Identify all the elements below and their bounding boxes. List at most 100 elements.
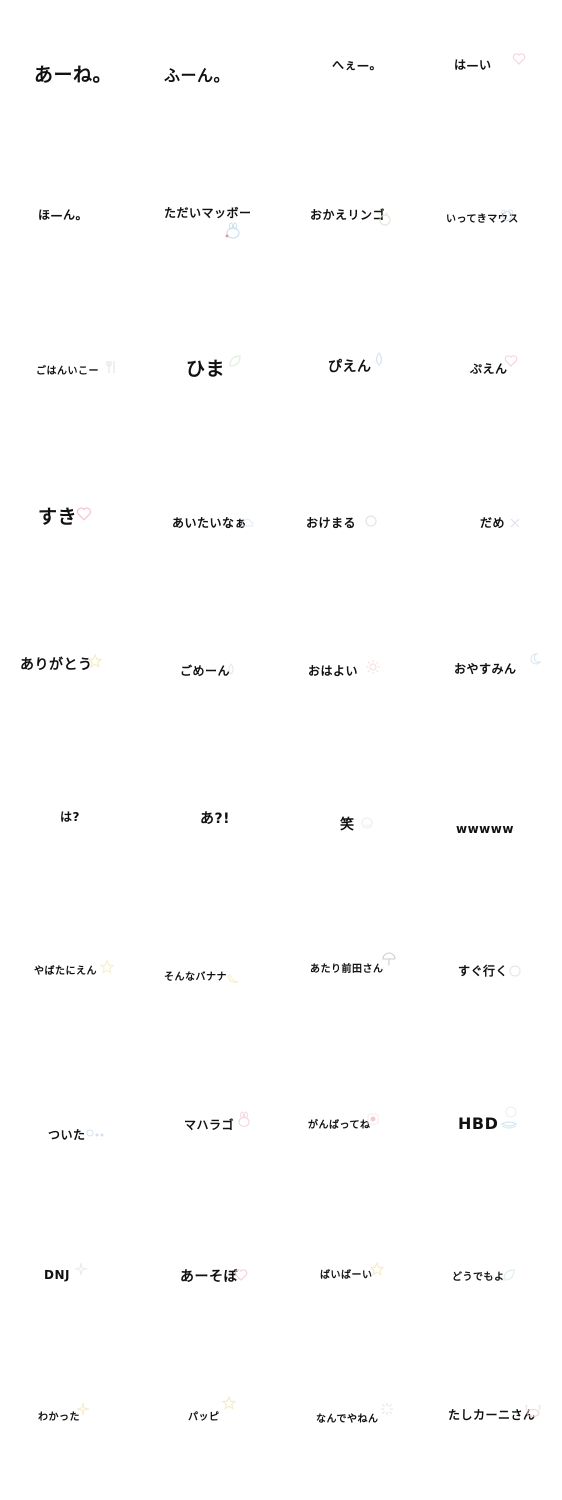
tear-icon bbox=[375, 352, 383, 366]
sticker-text: ぴえん bbox=[328, 359, 372, 375]
sticker-text: あーね。 bbox=[34, 64, 113, 86]
leaf-icon bbox=[503, 1269, 515, 1281]
star-icon bbox=[100, 960, 114, 974]
sticker-text: ふーん。 bbox=[164, 66, 231, 85]
sticker-text: わかった bbox=[38, 1412, 80, 1423]
sticker-text: なんでやねん bbox=[316, 1414, 379, 1425]
sticker-cell[interactable]: DNJ bbox=[0, 1200, 140, 1350]
sticker-text: あーそぼ bbox=[180, 1269, 238, 1285]
smile-icon bbox=[361, 817, 373, 829]
sticker-text: ぷえん bbox=[470, 362, 508, 376]
sticker-cell[interactable]: ふーん。 bbox=[140, 0, 280, 150]
sticker-cell[interactable]: パッピ bbox=[140, 1350, 280, 1500]
sticker-cell[interactable]: すき bbox=[0, 450, 140, 600]
sticker-cell[interactable]: ぷえん bbox=[420, 300, 560, 450]
sticker-cell[interactable]: あたり前田さん bbox=[280, 900, 420, 1050]
sticker-text: おはよい bbox=[308, 664, 359, 678]
sun-icon bbox=[366, 660, 380, 674]
sticker-cell[interactable]: やばたにえん bbox=[0, 900, 140, 1050]
crab-icon bbox=[525, 1404, 541, 1418]
sticker-text: おかえリンゴ bbox=[310, 208, 386, 222]
cloud-icon bbox=[241, 518, 254, 527]
sticker-cell[interactable]: マハラゴ bbox=[140, 1050, 280, 1200]
sticker-text: ただいマッボー bbox=[164, 206, 252, 220]
sticker-cell[interactable]: 笑 bbox=[280, 750, 420, 900]
cake-icon bbox=[500, 1106, 518, 1129]
sticker-cell[interactable]: ばいばーい bbox=[280, 1200, 420, 1350]
sticker-cell[interactable]: ごめーん bbox=[140, 600, 280, 750]
sticker-text: ごはんいこー bbox=[36, 366, 99, 377]
sticker-cell[interactable]: ごはんいこー bbox=[0, 300, 140, 450]
cross-icon bbox=[510, 518, 520, 528]
sticker-cell[interactable]: おはよい bbox=[280, 600, 420, 750]
sticker-cell[interactable]: ついた bbox=[0, 1050, 140, 1200]
heart-icon bbox=[234, 1269, 248, 1281]
sticker-cell[interactable]: わかった bbox=[0, 1350, 140, 1500]
sticker-text: あたり前田さん bbox=[310, 964, 384, 975]
sticker-cell[interactable]: どうでもよ bbox=[420, 1200, 560, 1350]
sticker-cell[interactable]: ほ—ん。 bbox=[0, 150, 140, 300]
sticker-text: ほ—ん。 bbox=[38, 208, 89, 222]
sticker-text: DNJ bbox=[44, 1268, 70, 1282]
circle-icon bbox=[365, 515, 377, 527]
sticker-text: wwwww bbox=[456, 822, 514, 836]
sticker-cell[interactable]: あいたいなぁ bbox=[140, 450, 280, 600]
sticker-cell[interactable]: なんでやねん bbox=[280, 1350, 420, 1500]
sticker-cell[interactable]: あーね。 bbox=[0, 0, 140, 150]
leaf-icon bbox=[229, 355, 241, 367]
sticker-text: どうでもよ bbox=[452, 1272, 505, 1283]
sticker-cell[interactable]: ただいマッボー bbox=[140, 150, 280, 300]
sticker-text: おけまる bbox=[306, 516, 357, 530]
sticker-cell[interactable]: は? bbox=[0, 750, 140, 900]
sticker-cell[interactable]: すぐ行く bbox=[420, 900, 560, 1050]
sticker-cell[interactable]: おかえリンゴ bbox=[280, 150, 420, 300]
sticker-cell[interactable]: いってきマウス bbox=[420, 150, 560, 300]
sticker-text: だめ bbox=[480, 516, 506, 530]
sticker-cell[interactable]: HBD bbox=[420, 1050, 560, 1200]
sticker-cell[interactable]: あ?! bbox=[140, 750, 280, 900]
sticker-text: は—い bbox=[454, 58, 492, 72]
sticker-cell[interactable]: だめ bbox=[420, 450, 560, 600]
dots-icon bbox=[86, 1129, 104, 1137]
sparkle-icon bbox=[76, 1402, 90, 1416]
sticker-cell[interactable]: がんばってね bbox=[280, 1050, 420, 1200]
sticker-text: やばたにえん bbox=[34, 966, 97, 977]
sticker-text: へぇ—。 bbox=[332, 58, 383, 72]
sweat-icon bbox=[228, 663, 234, 675]
banana-icon bbox=[227, 974, 239, 983]
sticker-cell[interactable]: は—い bbox=[420, 0, 560, 150]
umbrella-icon bbox=[382, 952, 396, 966]
sticker-text: マハラゴ bbox=[184, 1118, 235, 1132]
star-icon bbox=[370, 1262, 384, 1276]
sticker-text: ごめーん bbox=[180, 664, 231, 678]
star-icon bbox=[222, 1396, 236, 1410]
sticker-cell[interactable]: ありがとう bbox=[0, 600, 140, 750]
sticker-text: ばいばーい bbox=[320, 1270, 373, 1281]
sticker-text: ひま bbox=[186, 358, 226, 380]
sticker-text: ありがとう bbox=[20, 657, 93, 673]
sticker-cell[interactable]: あーそぼ bbox=[140, 1200, 280, 1350]
sticker-text: 笑 bbox=[340, 817, 355, 833]
sticker-text: あいたいなぁ bbox=[172, 516, 248, 530]
sticker-cell[interactable]: おけまる bbox=[280, 450, 420, 600]
sticker-cell[interactable]: wwwww bbox=[420, 750, 560, 900]
mouse-icon bbox=[501, 209, 513, 222]
circle-icon bbox=[509, 965, 521, 977]
sticker-text: たしカーニさん bbox=[448, 1408, 536, 1422]
sticker-text: がんばってね bbox=[308, 1120, 371, 1131]
sparkle-icon bbox=[74, 1262, 88, 1276]
sticker-text: あ?! bbox=[200, 811, 231, 827]
sticker-cell[interactable]: ぴえん bbox=[280, 300, 420, 450]
burst-icon bbox=[381, 1403, 393, 1415]
sticker-cell[interactable]: たしカーニさん bbox=[420, 1350, 560, 1500]
sticker-text: いってきマウス bbox=[446, 214, 519, 225]
moon-icon bbox=[530, 653, 542, 665]
sticker-cell[interactable]: へぇ—。 bbox=[280, 0, 420, 150]
sticker-cell[interactable]: そんなバナナ bbox=[140, 900, 280, 1050]
sticker-text: は? bbox=[60, 810, 80, 824]
sticker-cell[interactable]: おやすみん bbox=[420, 600, 560, 750]
sticker-cell[interactable]: ひま bbox=[140, 300, 280, 450]
bunny-icon bbox=[238, 1111, 250, 1128]
sticker-text: そんなバナナ bbox=[164, 972, 227, 983]
